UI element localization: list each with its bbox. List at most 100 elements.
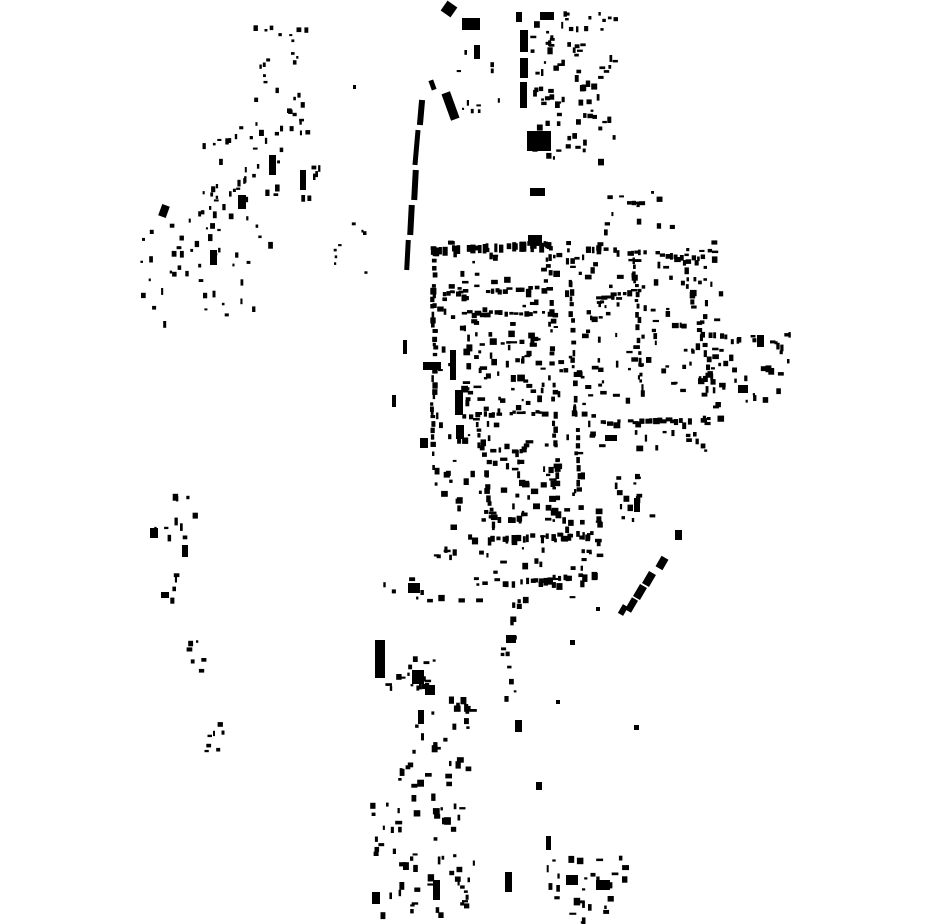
building <box>409 577 416 582</box>
building <box>373 851 379 856</box>
building <box>244 176 247 183</box>
building <box>674 381 678 384</box>
building <box>244 167 247 173</box>
building <box>460 902 465 906</box>
building <box>750 335 756 338</box>
building <box>652 319 659 323</box>
building <box>556 458 560 462</box>
building <box>433 345 439 350</box>
building <box>508 330 515 338</box>
building <box>253 25 258 31</box>
building <box>202 191 205 195</box>
building <box>520 82 527 108</box>
building <box>411 783 418 788</box>
building <box>566 12 570 16</box>
building <box>534 285 540 290</box>
building <box>509 412 513 416</box>
building <box>255 224 259 228</box>
building <box>462 18 480 30</box>
building <box>558 575 562 581</box>
building <box>576 435 581 441</box>
building <box>574 489 577 494</box>
building <box>557 63 563 66</box>
building <box>252 173 256 178</box>
building <box>577 473 582 480</box>
building <box>535 241 540 246</box>
building <box>681 323 687 329</box>
building <box>502 289 508 294</box>
building <box>215 184 219 189</box>
building <box>540 482 547 488</box>
building <box>410 856 414 861</box>
building <box>448 363 453 367</box>
building <box>580 580 585 588</box>
building <box>608 65 612 69</box>
building <box>612 135 616 140</box>
building <box>237 179 241 187</box>
building <box>457 287 462 290</box>
building <box>432 382 438 389</box>
building <box>572 350 576 357</box>
building <box>508 517 513 523</box>
building <box>762 397 769 403</box>
building <box>565 526 570 533</box>
building <box>570 566 576 570</box>
building <box>416 99 426 126</box>
building <box>525 440 534 444</box>
building <box>519 449 523 454</box>
building <box>500 342 505 345</box>
building <box>706 356 712 363</box>
building <box>449 870 455 876</box>
building <box>624 597 639 613</box>
building <box>435 907 440 913</box>
building <box>576 857 584 865</box>
building <box>455 390 463 415</box>
building <box>696 321 703 325</box>
building <box>555 472 560 480</box>
building <box>150 528 158 538</box>
building <box>466 100 469 106</box>
building <box>432 303 437 308</box>
building <box>469 414 474 420</box>
building <box>430 415 436 419</box>
building <box>653 333 658 340</box>
building <box>479 366 488 370</box>
building <box>596 245 602 251</box>
building <box>211 186 216 193</box>
building <box>699 334 703 342</box>
building <box>571 410 577 417</box>
building <box>627 504 633 512</box>
building <box>525 288 532 293</box>
building <box>719 348 724 352</box>
building <box>584 877 588 880</box>
building <box>475 422 479 428</box>
building <box>463 348 471 356</box>
building <box>528 332 535 339</box>
building <box>482 307 488 312</box>
building <box>700 418 708 423</box>
building <box>522 482 530 488</box>
building <box>703 350 707 358</box>
building <box>398 889 402 897</box>
building <box>582 148 586 153</box>
building <box>448 240 454 245</box>
building <box>779 350 783 355</box>
building <box>568 311 573 318</box>
building <box>441 346 446 353</box>
building <box>353 85 356 89</box>
building <box>449 479 453 483</box>
building <box>556 149 562 152</box>
building <box>527 495 530 500</box>
building <box>685 433 691 438</box>
building <box>576 457 580 464</box>
building <box>549 38 555 41</box>
building <box>289 34 293 37</box>
building <box>516 411 524 415</box>
building <box>466 726 470 729</box>
building <box>213 730 215 737</box>
building <box>552 859 556 862</box>
building <box>704 417 707 421</box>
building <box>718 291 724 297</box>
building <box>530 340 535 344</box>
building <box>431 793 436 801</box>
